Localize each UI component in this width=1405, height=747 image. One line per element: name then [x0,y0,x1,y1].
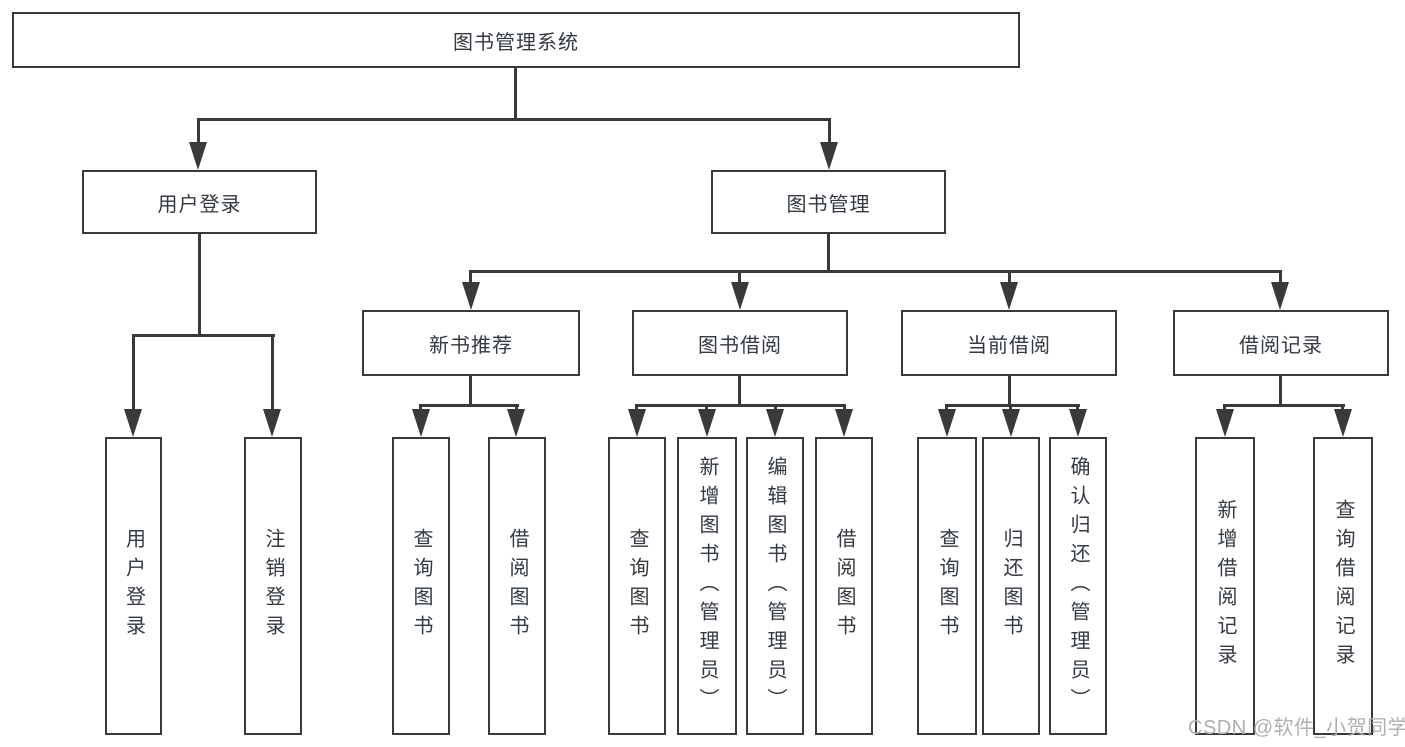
leaf-query-books-recommend: 查询图书 [392,437,450,735]
connector-line [738,376,741,407]
connector-line [197,118,200,146]
node-label: 新增借阅记录 [1214,499,1236,673]
node-label: 用户登录 [122,528,145,644]
arrowhead-down-icon [1000,282,1018,310]
node-label: 借阅记录 [1239,334,1323,357]
node-library-management-system: 图书管理系统 [12,12,1020,68]
arrowhead-down-icon [698,409,716,437]
leaf-add-borrow-record: 新增借阅记录 [1195,437,1255,735]
connector-line [1279,270,1282,284]
leaf-borrow-books-recommend: 借阅图书 [488,437,546,735]
connector-line [1279,376,1282,407]
arrowhead-down-icon [462,282,480,310]
leaf-query-books-borrow: 查询图书 [608,437,666,735]
node-label: 注销登录 [262,528,284,644]
arrowhead-down-icon [124,409,142,437]
leaf-borrow-books: 借阅图书 [815,437,873,735]
csdn-watermark: CSDN @软件_小贺同学 [1188,717,1405,739]
arrowhead-down-icon [189,142,207,170]
node-label: 确认归还（管理员） [1067,455,1089,717]
arrowhead-down-icon [1069,409,1087,437]
node-label: 用户登录 [157,193,242,216]
connector-line [636,404,846,407]
connector-line [132,334,135,412]
arrowhead-down-icon [820,142,838,170]
connector-line [469,270,472,284]
arrowhead-down-icon [1216,409,1234,437]
arrowhead-down-icon [1271,282,1289,310]
leaf-confirm-return-admin: 确认归还（管理员） [1049,437,1107,735]
node-label: 图书管理 [786,193,871,216]
arrowhead-down-icon [731,282,749,310]
leaf-edit-book-admin: 编辑图书（管理员） [746,437,804,735]
connector-line [198,234,201,337]
connector-line [469,376,472,407]
leaf-add-book-admin: 新增图书（管理员） [677,437,737,735]
node-label: 归还图书 [1000,528,1022,644]
connector-line [827,234,830,272]
arrowhead-down-icon [938,409,956,437]
node-label: 查询图书 [626,528,648,644]
node-label: 查询图书 [936,528,958,644]
connector-line [828,118,831,146]
node-label: 图书管理系统 [453,31,579,54]
node-borrowing-records: 借阅记录 [1173,310,1389,376]
node-label: 当前借阅 [967,334,1051,357]
leaf-return-book: 归还图书 [982,437,1040,735]
connector-line [197,118,831,121]
connector-line [1224,404,1345,407]
node-label: 查询借阅记录 [1332,499,1354,673]
connector-line [1008,376,1011,407]
connector-line [1008,270,1011,284]
node-book-borrowing: 图书借阅 [632,310,848,376]
arrowhead-down-icon [628,409,646,437]
connector-line [420,404,519,407]
connector-line [470,270,1282,273]
node-label: 新书推荐 [429,334,513,357]
arrowhead-down-icon [1334,409,1352,437]
connector-line [514,68,517,121]
arrowhead-down-icon [507,409,525,437]
connector-line [271,334,274,412]
node-book-management: 图书管理 [711,170,946,234]
node-label: 借阅图书 [506,528,528,644]
node-label: 借阅图书 [833,528,855,644]
node-current-borrowing: 当前借阅 [901,310,1117,376]
arrowhead-down-icon [1002,409,1020,437]
arrowhead-down-icon [835,409,853,437]
connector-line [946,404,1080,407]
node-label: 查询图书 [410,528,432,644]
leaf-user-login: 用户登录 [105,437,162,735]
leaf-query-borrow-record: 查询借阅记录 [1313,437,1373,735]
arrowhead-down-icon [412,409,430,437]
node-user-login: 用户登录 [82,170,317,234]
node-label: 新增图书（管理员） [696,455,718,717]
arrowhead-down-icon [766,409,784,437]
leaf-query-books-current: 查询图书 [917,437,977,735]
node-new-book-recommendation: 新书推荐 [362,310,580,376]
leaf-logout: 注销登录 [244,437,302,735]
node-label: 编辑图书（管理员） [764,455,786,717]
arrowhead-down-icon [263,409,281,437]
connector-line [738,270,741,284]
connector-line [132,334,275,337]
node-label: 图书借阅 [698,334,782,357]
